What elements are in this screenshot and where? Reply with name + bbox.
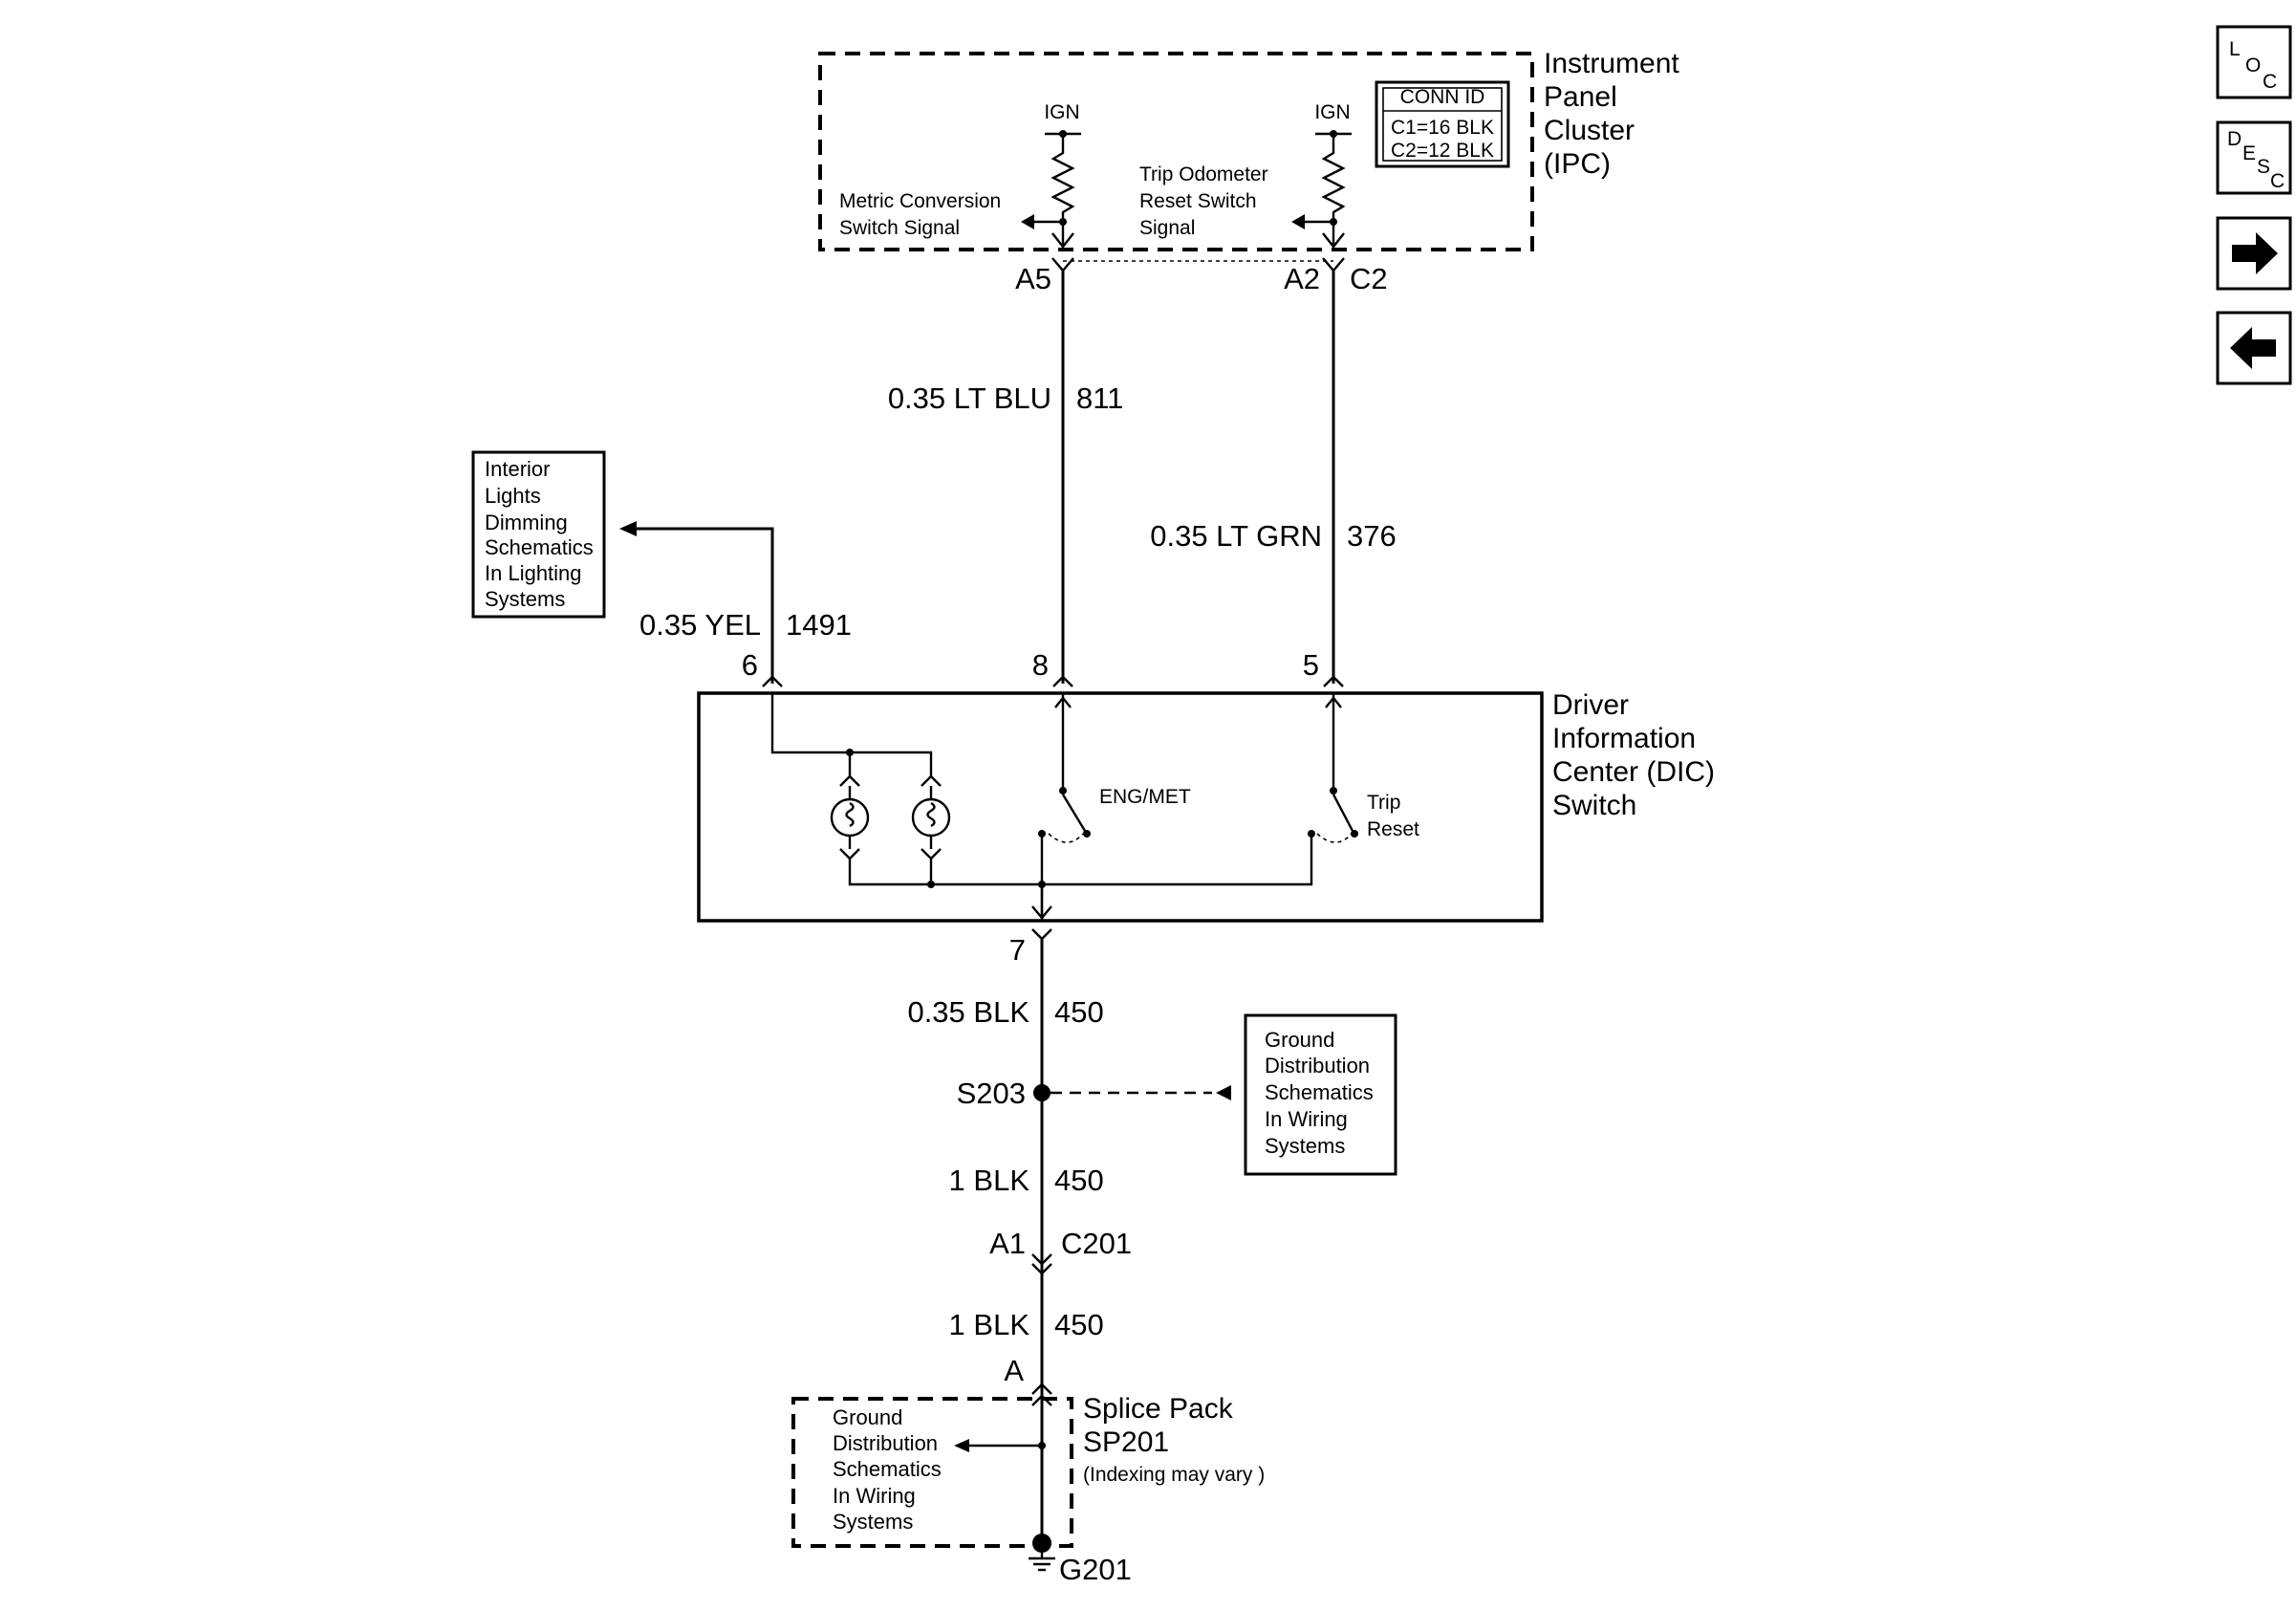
interior-lights-ref: Interior Lights Dimming Schematics In Li…: [471, 450, 606, 619]
metric-signal-1: Metric Conversion: [839, 190, 1001, 212]
ground-ref-4: In Wiring: [1265, 1107, 1348, 1131]
ipc-title-1: Instrument: [1544, 48, 1679, 79]
interior-ref-2: Lights: [485, 484, 541, 508]
dic-pin-5: 5: [1303, 648, 1319, 682]
eng-met-label: ENG/MET: [1099, 786, 1191, 808]
wire-blk-bot-color: 1 BLK: [949, 1308, 1030, 1341]
loc-letter-c: C: [2263, 71, 2277, 93]
sp-ground-ref-3: Schematics: [833, 1457, 942, 1481]
conn-id-header: CONN ID: [1400, 86, 1485, 108]
conn-c2: C2: [1350, 262, 1388, 295]
wire-blk-mid-circuit: 450: [1054, 1164, 1104, 1197]
sp-ground-ref-1: Ground: [833, 1405, 902, 1429]
g201-label: G201: [1059, 1553, 1132, 1586]
trip-signal-1: Trip Odometer: [1139, 163, 1268, 185]
wire-lt-grn-color: 0.35 LT GRN: [1150, 519, 1322, 553]
interior-ref-1: Interior: [485, 457, 550, 481]
ipc-module: Instrument Panel Cluster (IPC) CONN ID C…: [818, 48, 1679, 251]
dic-title-4: Switch: [1552, 790, 1636, 821]
arrow-right-icon: [2232, 232, 2278, 274]
trip-reset-2: Reset: [1367, 818, 1419, 840]
ground-ref-3: Schematics: [1265, 1080, 1374, 1104]
ground-distribution-ref: Ground Distribution Schematics In Wiring…: [1244, 1013, 1397, 1176]
wire-blk-mid-color: 1 BLK: [949, 1164, 1030, 1197]
ipc-connectors: A5 A2 C2: [1015, 257, 1388, 295]
sp-ground-ref-4: In Wiring: [833, 1484, 916, 1508]
c201-label: C201: [1061, 1227, 1132, 1260]
dic-outline: [697, 691, 1544, 923]
wire-lt-grn-circuit: 376: [1347, 519, 1397, 553]
ground-ref-5: Systems: [1265, 1134, 1345, 1158]
arrow-left-icon: [2230, 327, 2276, 369]
dic-pin-6: 6: [742, 648, 758, 682]
pin-a5: A5: [1015, 262, 1051, 295]
sp201-pin-a: A: [1004, 1354, 1024, 1387]
splice-s203: [1033, 1084, 1051, 1101]
conn-id-row-2: C2=12 BLK: [1391, 140, 1494, 162]
sp201-note: (Indexing may vary ): [1083, 1464, 1265, 1486]
sp-ground-ref-5: Systems: [833, 1510, 913, 1534]
interior-ref-6: Systems: [485, 587, 565, 611]
ign-label-right: IGN: [1314, 101, 1350, 123]
wire-blk-top-circuit: 450: [1054, 995, 1104, 1029]
trip-reset-1: Trip: [1367, 792, 1400, 814]
prev-button[interactable]: [2216, 311, 2292, 385]
s203-label: S203: [957, 1077, 1026, 1110]
interior-ref-3: Dimming: [485, 511, 568, 534]
desc-button[interactable]: D E S C: [2216, 120, 2292, 195]
wire-lt-blu: 0.35 LT BLU 811: [888, 271, 1123, 684]
wire-lt-grn: 0.35 LT GRN 376: [1150, 271, 1397, 684]
metric-signal-2: Switch Signal: [839, 217, 960, 239]
dic-switch: Driver Information Center (DIC) Switch: [697, 689, 1715, 923]
ground-ref-2: Distribution: [1265, 1054, 1370, 1078]
metric-pullup: IGN Metric Conversion Switch Signal: [839, 101, 1081, 249]
conn-id-table: CONN ID C1=16 BLK C2=12 BLK: [1375, 80, 1510, 168]
desc-letter-e: E: [2242, 142, 2256, 164]
dic-pin-8: 8: [1032, 648, 1049, 682]
ipc-title-3: Cluster: [1544, 115, 1635, 146]
dic-title-2: Information: [1552, 723, 1696, 754]
loc-letter-l: L: [2229, 38, 2241, 60]
loc-button[interactable]: L O C: [2216, 25, 2292, 99]
sp201-outline: [791, 1397, 1073, 1548]
ground-ref-1: Ground: [1265, 1028, 1334, 1052]
sp201-title-1: Splice Pack: [1083, 1393, 1234, 1425]
g201-ground-point: [1032, 1534, 1051, 1553]
desc-letter-c: C: [2270, 170, 2285, 192]
wire-blk-top-color: 0.35 BLK: [907, 995, 1029, 1029]
dic-title-3: Center (DIC): [1552, 756, 1715, 788]
trip-signal-3: Signal: [1139, 217, 1195, 239]
c201-pin-a1: A1: [989, 1227, 1026, 1260]
pin-a2: A2: [1284, 262, 1320, 295]
dic-pin-7: 7: [1009, 933, 1026, 967]
ipc-outline: [818, 52, 1534, 251]
ign-label-left: IGN: [1044, 101, 1079, 123]
interior-ref-5: In Lighting: [485, 561, 582, 585]
next-button[interactable]: [2216, 216, 2292, 291]
trip-signal-2: Reset Switch: [1139, 190, 1257, 212]
loc-letter-o: O: [2245, 54, 2261, 76]
ipc-title-2: Panel: [1544, 81, 1617, 113]
ipc-title-4: (IPC): [1544, 148, 1611, 180]
wire-blk-bot-circuit: 450: [1054, 1308, 1104, 1341]
interior-ref-4: Schematics: [485, 535, 594, 559]
desc-letter-s: S: [2257, 156, 2270, 178]
ground-path: 7 0.35 BLK 450 S203 1 BLK 450 A1 C201 1 …: [907, 928, 1231, 1539]
dic-title-1: Driver: [1552, 689, 1629, 721]
wire-lt-blu-color: 0.35 LT BLU: [888, 381, 1051, 415]
splice-pack-sp201: Splice Pack SP201 (Indexing may vary ) G…: [791, 1393, 1265, 1586]
sp-ground-ref-2: Distribution: [833, 1431, 938, 1455]
desc-letter-d: D: [2227, 128, 2242, 150]
wire-lt-blu-circuit: 811: [1076, 381, 1123, 415]
wire-yel: 0.35 YEL 1491: [619, 521, 852, 684]
trip-pullup: IGN Trip Odometer Reset Switch Signal: [1139, 101, 1352, 249]
sp201-title-2: SP201: [1083, 1426, 1169, 1458]
conn-id-row-1: C1=16 BLK: [1391, 117, 1494, 139]
wire-yel-circuit: 1491: [786, 608, 852, 642]
wire-yel-color: 0.35 YEL: [639, 608, 761, 642]
